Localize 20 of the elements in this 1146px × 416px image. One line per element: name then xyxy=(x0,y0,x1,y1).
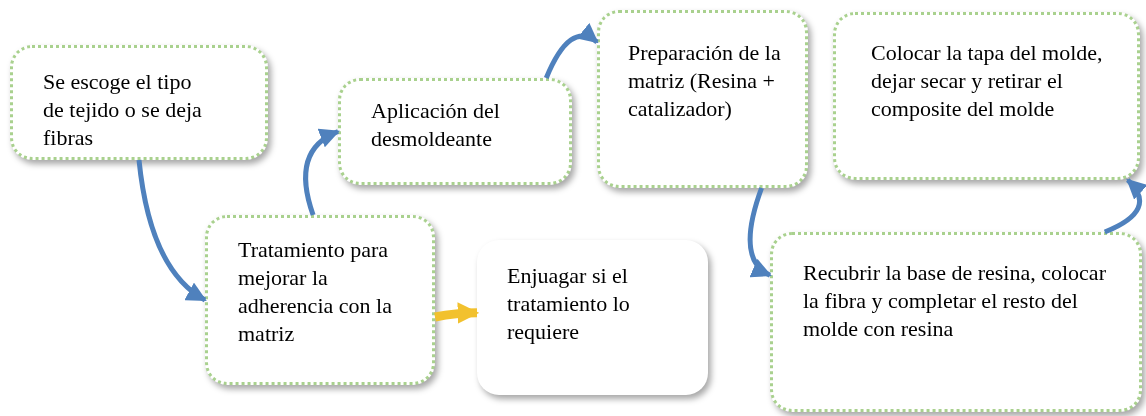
process-box xyxy=(833,12,1140,180)
process-box xyxy=(597,10,808,188)
arrow xyxy=(434,302,480,324)
step-text: Recubrir la base de resina, colocar la fibra y completar el resto del molde con resina xyxy=(803,259,1107,343)
process-box xyxy=(338,78,572,185)
step-text: Enjuagar si el tratamiento lo requiere xyxy=(507,262,631,346)
step-text: Tratamiento para mejorar la adherencia con la matriz xyxy=(238,236,393,348)
process-box xyxy=(10,45,268,160)
arrow xyxy=(543,23,599,79)
step-text: Colocar la tapa del molde, dejar secar y retirar el composite del molde xyxy=(871,39,1104,123)
arrow xyxy=(303,129,340,216)
step-text: Preparación de la matriz (Resina + catalizador) xyxy=(628,39,782,123)
arrow xyxy=(747,187,772,278)
step-text: Se escoge el tipo de tejido o se deja fibras xyxy=(43,68,203,152)
process-box xyxy=(205,215,435,385)
process-box xyxy=(770,232,1142,412)
step-text: Aplicación del desmoldeante xyxy=(371,97,501,153)
arrow xyxy=(1103,178,1146,235)
process-box xyxy=(477,240,708,395)
arrow xyxy=(136,159,207,303)
